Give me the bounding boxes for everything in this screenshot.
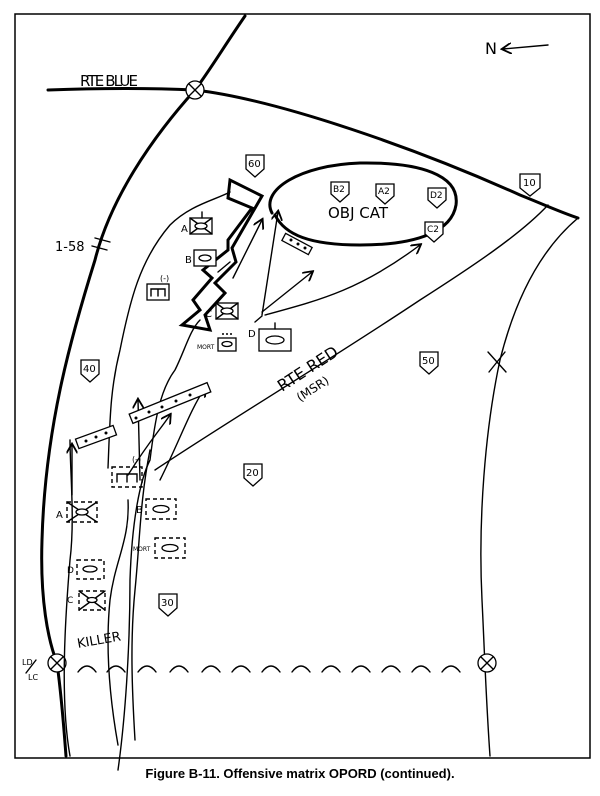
boundary-cross-icon (487, 351, 507, 373)
unit-d-armor: D (248, 322, 292, 352)
contact-point-icon (185, 80, 205, 100)
objective-cat (268, 161, 458, 247)
contact-point-icon (47, 653, 67, 673)
phase-line-label: KILLER (76, 630, 122, 652)
route-blue-road (46, 87, 580, 220)
unit-mortar-start: MORT (133, 537, 186, 559)
axis-line (107, 191, 231, 469)
svg-text:C: C (205, 309, 212, 320)
svg-text:B2: B2 (333, 185, 345, 195)
unit-c-mech: C (205, 302, 239, 320)
svg-text:D: D (248, 329, 256, 340)
axis-line (63, 439, 73, 757)
right-boundary (480, 217, 579, 757)
svg-text:A: A (181, 224, 188, 235)
svg-text:C2: C2 (427, 225, 439, 235)
unit-a-mech-start: A (56, 501, 98, 523)
axis-line (107, 499, 129, 746)
unit-b-armor-start: B (136, 498, 177, 520)
checkpoint-20: 20 (243, 463, 263, 487)
checkpoint-10: 10 (519, 173, 541, 197)
route-red-road (154, 204, 549, 471)
main-attack-arrow (178, 177, 265, 332)
unit-b-armor: B (185, 249, 217, 267)
lc-label: LC (28, 673, 38, 682)
boundary-tick-icon (91, 237, 111, 251)
svg-text:(-): (-) (132, 455, 141, 464)
north-arrow: N (485, 39, 549, 58)
checkpoint-50: 50 (419, 351, 439, 375)
unit-minus-engineer: (-) (146, 274, 170, 301)
svg-text:10: 10 (523, 178, 536, 189)
svg-text:MORT: MORT (133, 546, 151, 553)
svg-text:(-): (-) (160, 274, 169, 283)
svg-text:MORT: MORT (197, 344, 215, 351)
svg-text:50: 50 (422, 356, 435, 367)
unit-mortar: MORT (197, 333, 237, 352)
obstacle-icon (280, 232, 314, 256)
objective-point-d2: D2 (427, 187, 447, 209)
checkpoint-30: 30 (158, 593, 178, 617)
ld-label: LD (22, 658, 33, 667)
unit-c-mech-start: C (67, 590, 106, 611)
svg-text:D: D (67, 566, 74, 576)
svg-text:A: A (56, 510, 63, 521)
route-blue-label: RTE BLUE (80, 72, 138, 90)
checkpoint-40: 40 (80, 359, 100, 383)
checkpoint-60: 60 (245, 154, 265, 178)
phase-line-killer (77, 665, 461, 673)
unit-a-armor: A (181, 211, 213, 235)
obstacle-icon (128, 381, 212, 425)
left-boundary (40, 14, 247, 758)
contact-point-icon (477, 653, 497, 673)
maneuver-arrows (72, 212, 420, 496)
boundary-unit-label: 1-58 (55, 240, 85, 255)
objective-point-b2: B2 (330, 181, 350, 203)
unit-d-armor-start: D (67, 559, 105, 580)
map-frame (14, 13, 591, 759)
unit-minus-engineer-start: (-) (111, 455, 143, 488)
obstacle-icon (74, 424, 118, 450)
svg-text:40: 40 (83, 364, 96, 375)
svg-text:30: 30 (161, 598, 174, 609)
svg-text:N: N (485, 39, 497, 58)
svg-text:D2: D2 (430, 191, 443, 201)
axis-line (117, 319, 201, 771)
svg-text:20: 20 (246, 468, 259, 479)
svg-text:B: B (185, 255, 192, 266)
svg-text:A2: A2 (378, 187, 390, 197)
objective-point-c2: C2 (424, 221, 444, 243)
axis-line (131, 449, 151, 741)
svg-text:60: 60 (248, 159, 261, 170)
objective-point-a2: A2 (375, 183, 395, 205)
svg-text:B: B (136, 505, 143, 516)
svg-text:C: C (67, 596, 73, 606)
figure-caption: Figure B-11. Offensive matrix OPORD (con… (145, 766, 455, 781)
svg-text:OBJ CAT: OBJ CAT (328, 204, 389, 222)
